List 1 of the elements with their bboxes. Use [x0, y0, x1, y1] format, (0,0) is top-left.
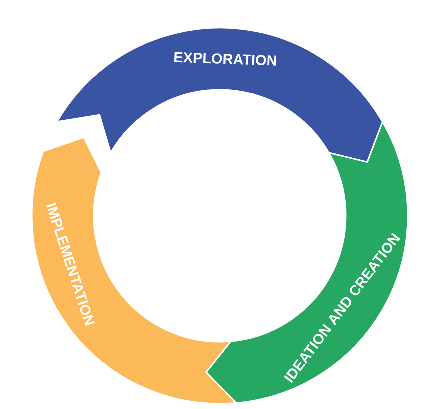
cycle-segment: EXPLORATION: [56, 27, 384, 164]
